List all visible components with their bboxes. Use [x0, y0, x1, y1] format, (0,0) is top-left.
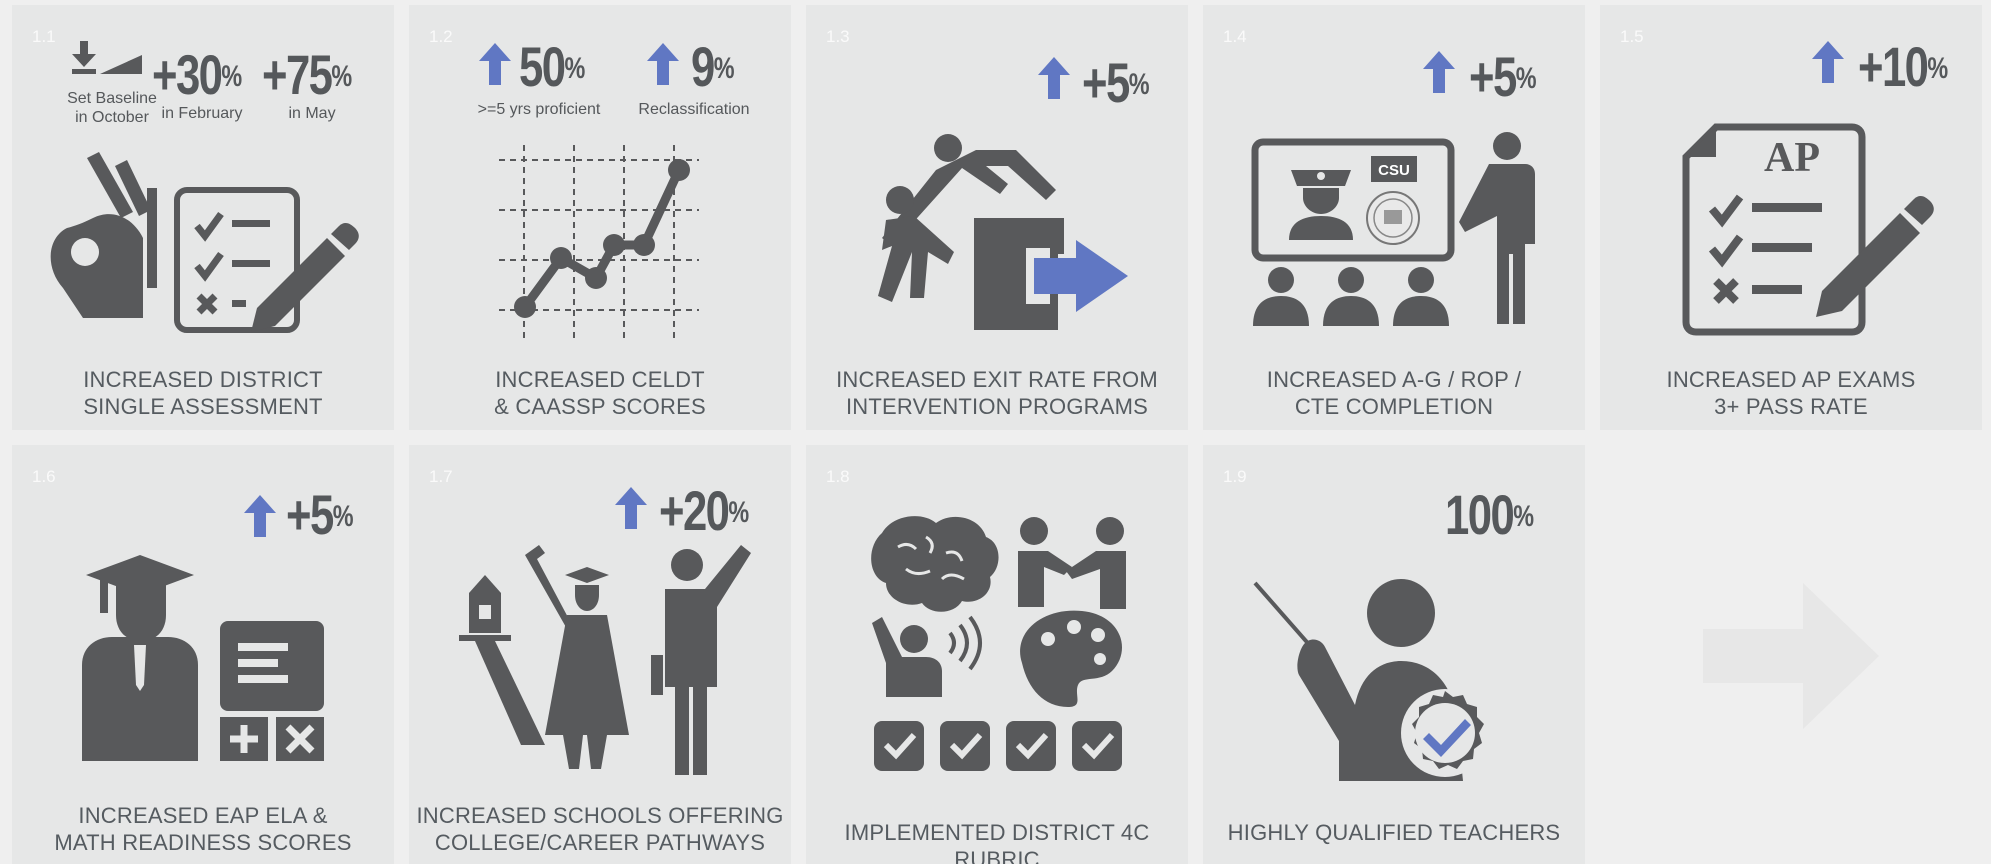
- tile-1-7: 1.7 +20% INCREASED SCHOOLS OFFERING COLL…: [409, 445, 791, 864]
- up-arrow-icon: [1423, 51, 1455, 93]
- caption: INCREASED CELDT & CAASSP SCORES: [409, 366, 791, 420]
- next-arrow-icon[interactable]: [1703, 583, 1879, 729]
- tile-number: 1.5: [1620, 27, 1644, 46]
- caption: INCREASED A-G / ROP / CTE COMPLETION: [1203, 366, 1585, 420]
- stat-value: 9%: [691, 35, 735, 98]
- download-baseline-icon: [72, 41, 142, 74]
- ok-hand-checklist-pencil-icon: [50, 152, 359, 333]
- tile-number: 1.8: [826, 467, 850, 486]
- stat-value: +10%: [1858, 35, 1949, 98]
- tile-1-5: 1.5 +10% AP INCREASED AP EXAMS 3+ PASS R…: [1600, 5, 1982, 430]
- caption-line: INCREASED AP EXAMS: [1666, 367, 1916, 392]
- up-arrow-icon: [615, 487, 647, 529]
- up-arrow-icon: [647, 43, 679, 85]
- ap-exam-checklist-icon: AP: [1682, 123, 1934, 336]
- caption: INCREASED DISTRICT SINGLE ASSESSMENT: [12, 366, 394, 420]
- caption: IMPLEMENTED DISTRICT 4C RUBRIC: [806, 819, 1188, 864]
- tile-number: 1.9: [1223, 467, 1247, 486]
- stat-label: >=5 yrs proficient: [477, 101, 601, 118]
- caption: INCREASED EAP ELA & MATH READINESS SCORE…: [12, 802, 394, 856]
- stat-baseline-label: Set Baseline in October: [54, 89, 170, 127]
- caption-line: INCREASED SCHOOLS OFFERING: [416, 803, 784, 828]
- caption-line: INCREASED CELDT: [495, 367, 705, 392]
- tile-1-3: 1.3 +5% INCREASED EXIT RATE FROM INTERVE…: [806, 5, 1188, 430]
- graduate-calculator-icon: [82, 555, 324, 761]
- caption: INCREASED EXIT RATE FROM INTERVENTION PR…: [806, 366, 1188, 420]
- caption-line: INCREASED DISTRICT: [83, 367, 323, 392]
- stat-value: +5%: [1082, 51, 1150, 114]
- stat-label: Set Baseline: [67, 90, 157, 107]
- up-arrow-icon: [1038, 57, 1070, 99]
- exam-ap-label: AP: [1764, 135, 1820, 181]
- stat-value: +75%: [262, 43, 353, 106]
- tile-number: 1.3: [826, 27, 850, 46]
- caption-line: IMPLEMENTED DISTRICT 4C RUBRIC: [844, 820, 1150, 864]
- stat-value: +30%: [152, 43, 243, 106]
- stat-label: in February: [161, 105, 243, 122]
- 4c-rubric-brain-handshake-palette-icon: [871, 516, 1126, 771]
- stat-value: 50%: [519, 35, 586, 98]
- tile-1-1: 1.1 Set Baseline in October +30% in Febr…: [12, 5, 394, 430]
- teacher-pointer-badge-icon: [1253, 579, 1489, 781]
- stat-value: +5%: [286, 483, 354, 546]
- tile-1-4: 1.4 +5% CSU INCREASED A-G / ROP / CTE CO…: [1203, 5, 1585, 430]
- caption-line: INCREASED EAP ELA &: [78, 803, 328, 828]
- tile-number: 1.4: [1223, 27, 1247, 46]
- caption-line: & CAASSP SCORES: [494, 394, 706, 419]
- tile-1-9: 1.9 100% HIGHLY QUALIFIED TEACHERS: [1203, 445, 1585, 864]
- graduate-professional-pathway-icon: [459, 545, 751, 775]
- tile-number: 1.6: [32, 467, 56, 486]
- caption-line: 3+ PASS RATE: [1714, 394, 1868, 419]
- line-graph-grid-icon: [499, 145, 699, 340]
- caption: HIGHLY QUALIFIED TEACHERS: [1203, 819, 1585, 846]
- caption: INCREASED AP EXAMS 3+ PASS RATE: [1600, 366, 1982, 420]
- climbing-person-exit-arrow-icon: [878, 134, 1128, 330]
- stat-value: +5%: [1469, 45, 1537, 108]
- caption-line: INTERVENTION PROGRAMS: [845, 394, 1149, 419]
- caption-line: MATH READINESS SCORES: [54, 830, 352, 855]
- stat-label: in May: [288, 105, 336, 122]
- caption-line: HIGHLY QUALIFIED TEACHERS: [1227, 820, 1561, 845]
- tile-number: 1.7: [429, 467, 453, 486]
- stat-label: Reclassification: [638, 101, 750, 118]
- up-arrow-icon: [479, 43, 511, 85]
- tile-1-6: 1.6 +5% INCREASED EAP ELA & MATH READINE…: [12, 445, 394, 864]
- caption: INCREASED SCHOOLS OFFERING COLLEGE/CAREE…: [409, 802, 791, 856]
- caption-line: SINGLE ASSESSMENT: [83, 394, 323, 419]
- caption-line: INCREASED EXIT RATE FROM: [836, 367, 1158, 392]
- tile-number: 1.2: [429, 27, 453, 46]
- tile-1-2: 1.2 50% >=5 yrs proficient 9% Reclassifi…: [409, 5, 791, 430]
- tile-number: 1.1: [32, 27, 56, 46]
- presentation-board-csu-icon: CSU: [1251, 132, 1535, 326]
- up-arrow-icon: [244, 495, 276, 537]
- up-arrow-icon: [1812, 41, 1844, 83]
- tile-1-8: 1.8 IMPLEMENTED DISTRICT 4C RUBRIC: [806, 445, 1188, 864]
- stat-value: +20%: [659, 479, 750, 542]
- caption-line: INCREASED A-G / ROP /: [1266, 367, 1522, 392]
- stat-label: in October: [75, 109, 149, 126]
- stat-value: 100%: [1445, 483, 1535, 546]
- caption-line: COLLEGE/CAREER PATHWAYS: [434, 830, 766, 855]
- caption-line: CTE COMPLETION: [1294, 394, 1494, 419]
- board-csu-label: CSU: [1378, 162, 1410, 179]
